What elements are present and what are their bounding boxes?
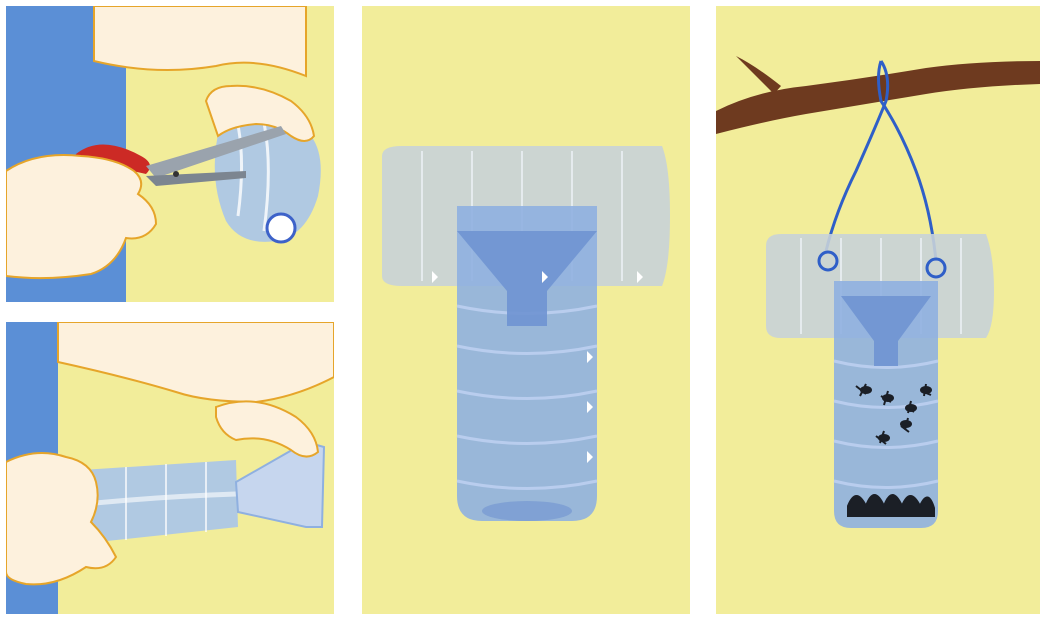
upper-arm (94, 6, 306, 76)
step-1-panel (6, 6, 334, 302)
step-2-panel (6, 322, 334, 614)
step-3-illustration (362, 6, 690, 614)
step-3-panel (362, 6, 690, 614)
step-4-panel (716, 6, 1040, 614)
bottle-cap-icon (267, 214, 295, 242)
step-1-illustration (6, 6, 334, 302)
step-2-illustration (6, 322, 334, 614)
step-4-illustration (716, 6, 1040, 614)
